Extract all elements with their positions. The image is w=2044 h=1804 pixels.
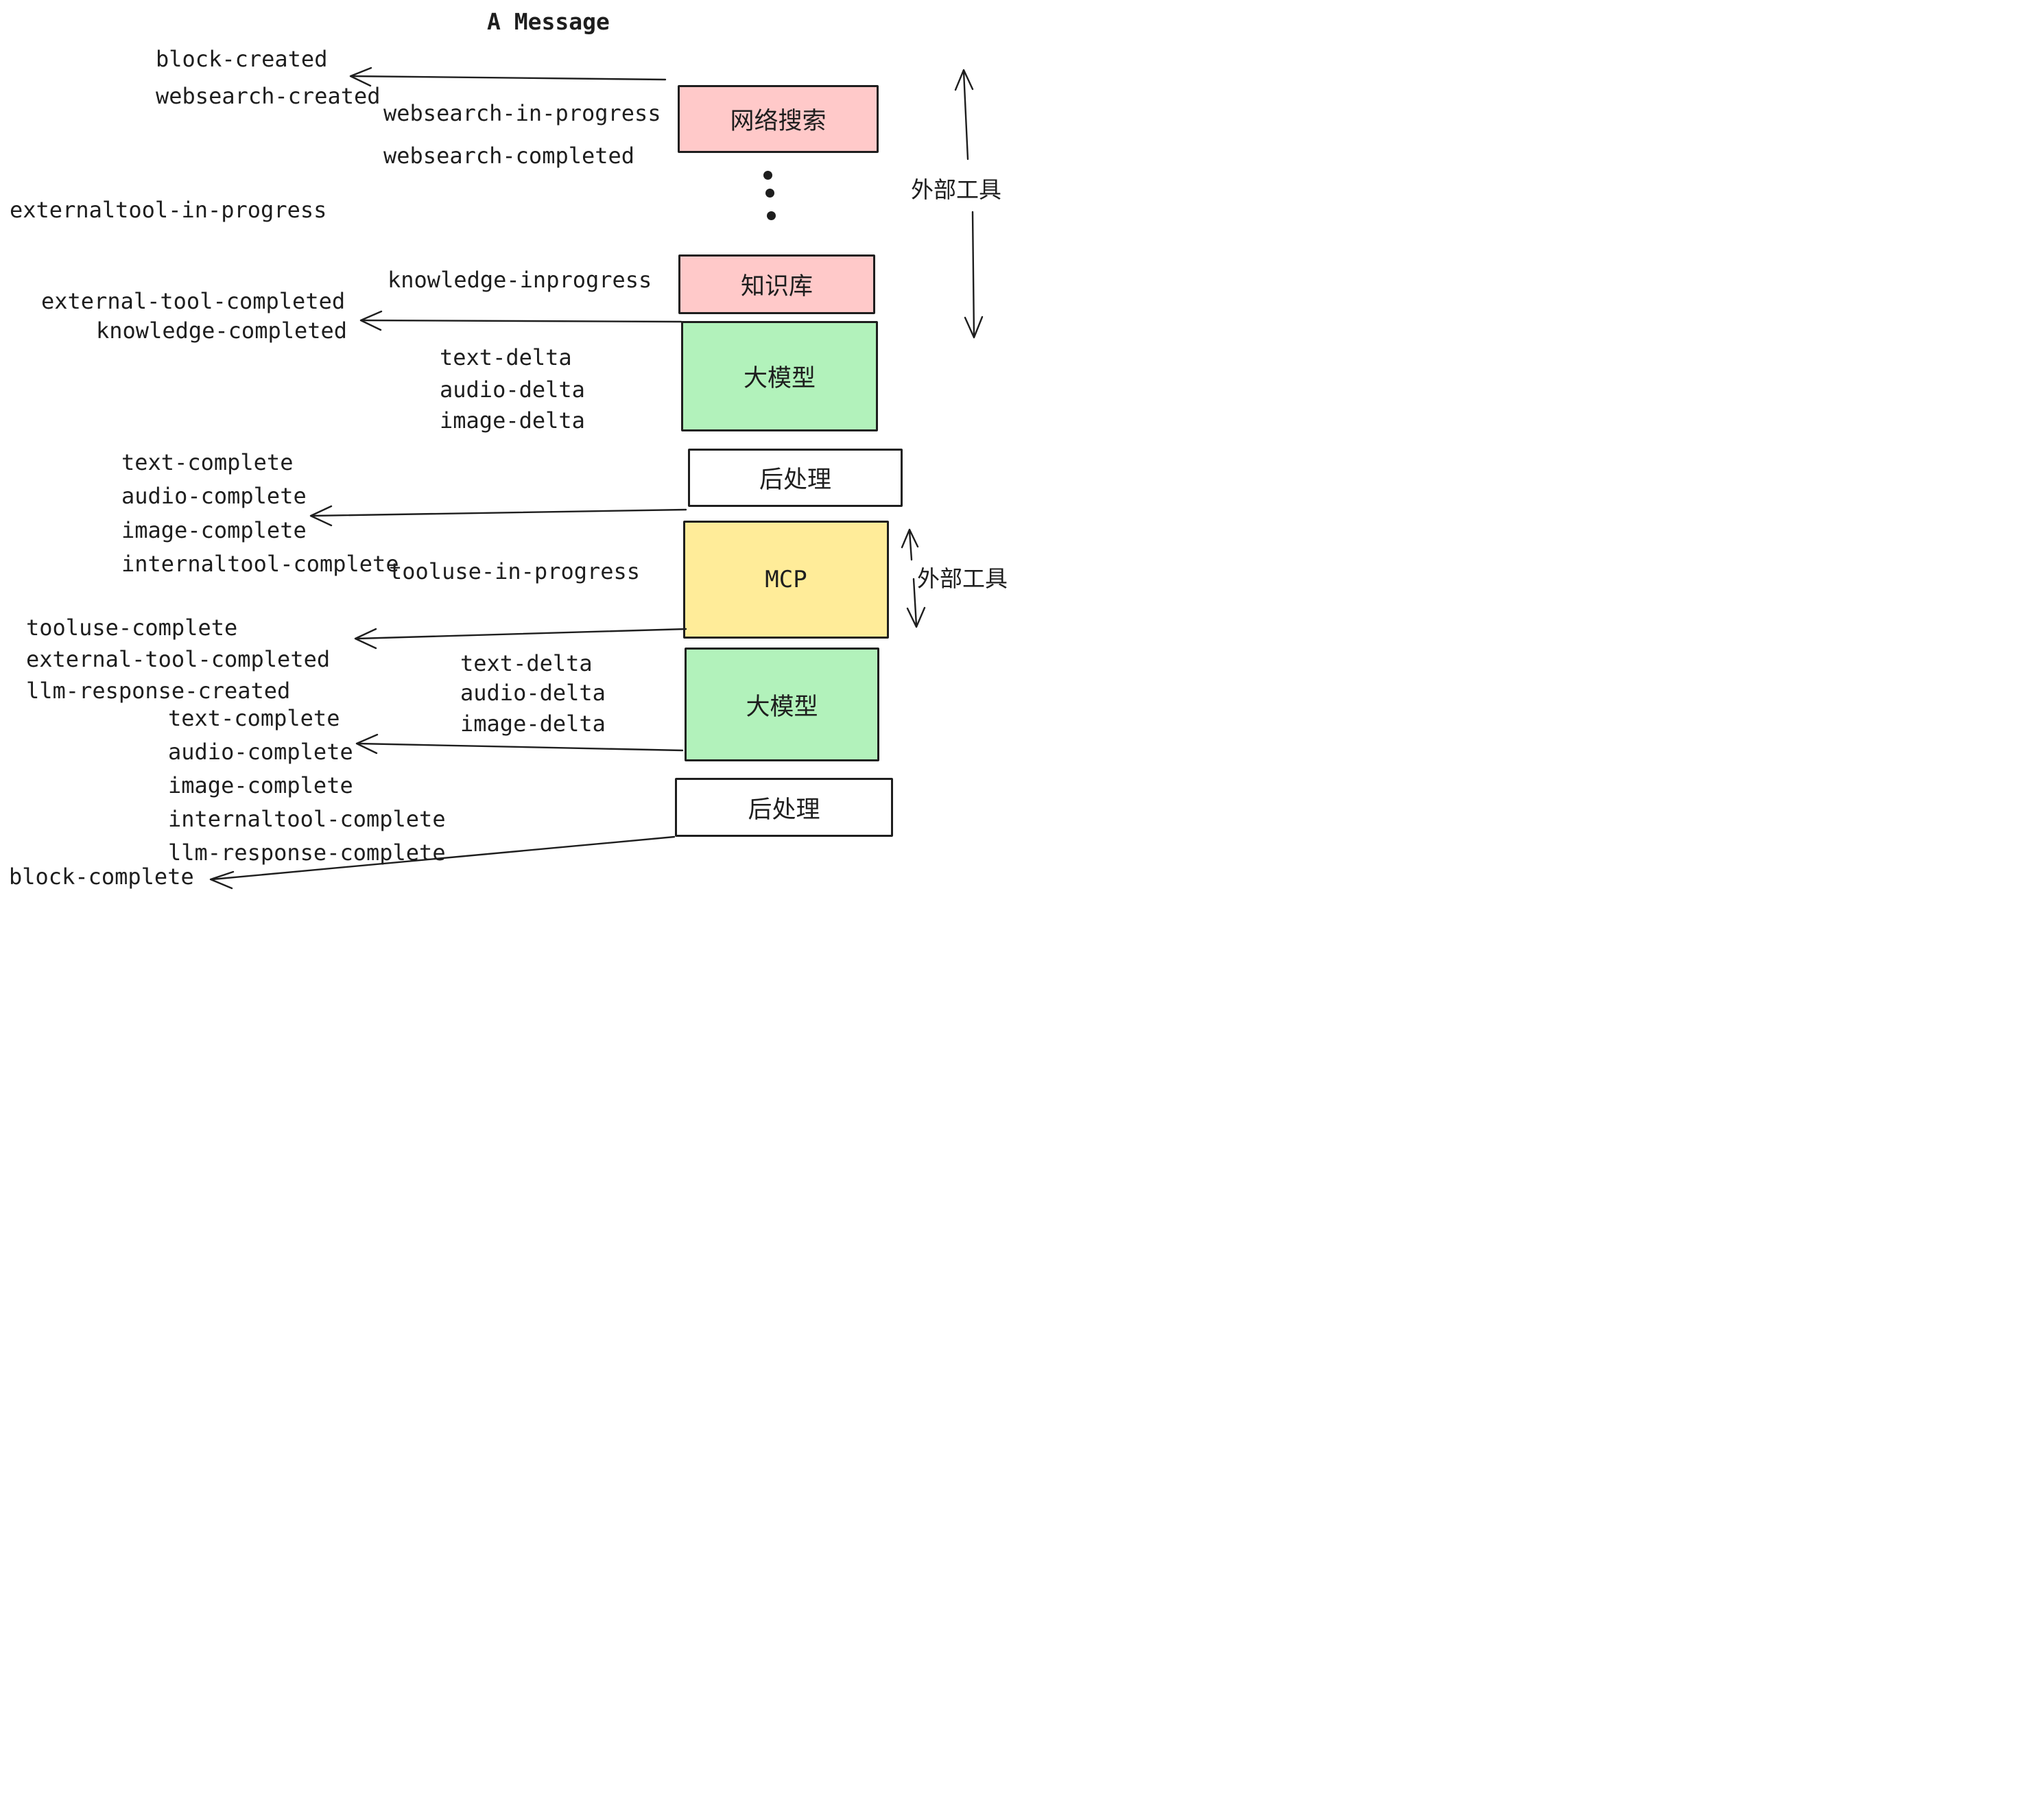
box-llm-1: 大模型 (681, 321, 878, 431)
sequence-diagram: A Message block-created websearch-create… (0, 0, 1022, 902)
event-label-audio-complete-2: audio-complete (168, 739, 353, 765)
side-label-external-tools-1: 外部工具 (911, 176, 1001, 203)
event-label-external-tool-completed-2: external-tool-completed (26, 646, 331, 672)
box-postprocess-1: 后处理 (688, 449, 903, 507)
event-label-websearch-in-progress: websearch-in-progress (383, 100, 661, 126)
external-tools-up-arrow-2 (901, 528, 919, 561)
arrow-to-image-complete (309, 505, 687, 527)
box-mcp: MCP (683, 521, 889, 639)
arrow-to-knowledge-completed (359, 310, 682, 331)
ellipsis-dot-2 (765, 189, 774, 198)
event-label-llm-response-created: llm-response-created (26, 678, 291, 704)
event-label-image-delta-2: image-delta (460, 711, 606, 737)
event-label-externaltool-in-progress: externaltool-in-progress (10, 197, 327, 223)
event-label-block-created: block-created (156, 46, 328, 72)
event-label-external-tool-completed: external-tool-completed (41, 288, 346, 314)
event-label-knowledge-completed: knowledge-completed (96, 318, 348, 344)
arrow-to-audio-complete (355, 733, 684, 755)
arrow-to-websearch-created (349, 67, 667, 87)
diagram-title: A Message (487, 8, 610, 35)
external-tools-up-arrow-1 (954, 69, 974, 161)
event-label-websearch-created: websearch-created (156, 83, 381, 109)
event-label-text-complete-2: text-complete (168, 705, 340, 731)
side-label-external-tools-2: 外部工具 (917, 565, 1008, 592)
box-knowledge: 知识库 (678, 254, 875, 314)
ellipsis-dot-3 (767, 211, 776, 220)
event-label-internaltool-complete-1: internaltool-complete (121, 551, 399, 577)
event-label-audio-complete-1: audio-complete (121, 483, 307, 509)
ellipsis-dot-1 (763, 171, 772, 180)
event-label-text-delta-2: text-delta (460, 650, 593, 676)
box-postprocess-2: 后处理 (675, 778, 893, 837)
event-label-block-complete: block-complete (9, 864, 194, 890)
box-websearch: 网络搜索 (678, 85, 879, 153)
event-label-internaltool-complete-2: internaltool-complete (168, 806, 446, 832)
arrow-to-tooluse-complete (354, 628, 687, 650)
event-label-knowledge-inprogress: knowledge-inprogress (388, 267, 652, 293)
external-tools-down-arrow-1 (964, 211, 984, 339)
event-label-tooluse-complete: tooluse-complete (26, 615, 238, 641)
event-label-audio-delta-1: audio-delta (440, 377, 585, 403)
box-llm-2: 大模型 (685, 648, 879, 761)
event-label-text-complete-1: text-complete (121, 449, 294, 475)
event-label-llm-response-complete: llm-response-complete (168, 840, 446, 866)
event-label-text-delta-1: text-delta (440, 344, 572, 370)
event-label-tooluse-in-progress: tooluse-in-progress (389, 558, 641, 584)
event-label-websearch-completed: websearch-completed (383, 143, 635, 169)
event-label-audio-delta-2: audio-delta (460, 680, 606, 706)
event-label-image-complete-1: image-complete (121, 517, 307, 543)
event-label-image-delta-1: image-delta (440, 407, 585, 434)
event-label-image-complete-2: image-complete (168, 772, 353, 798)
